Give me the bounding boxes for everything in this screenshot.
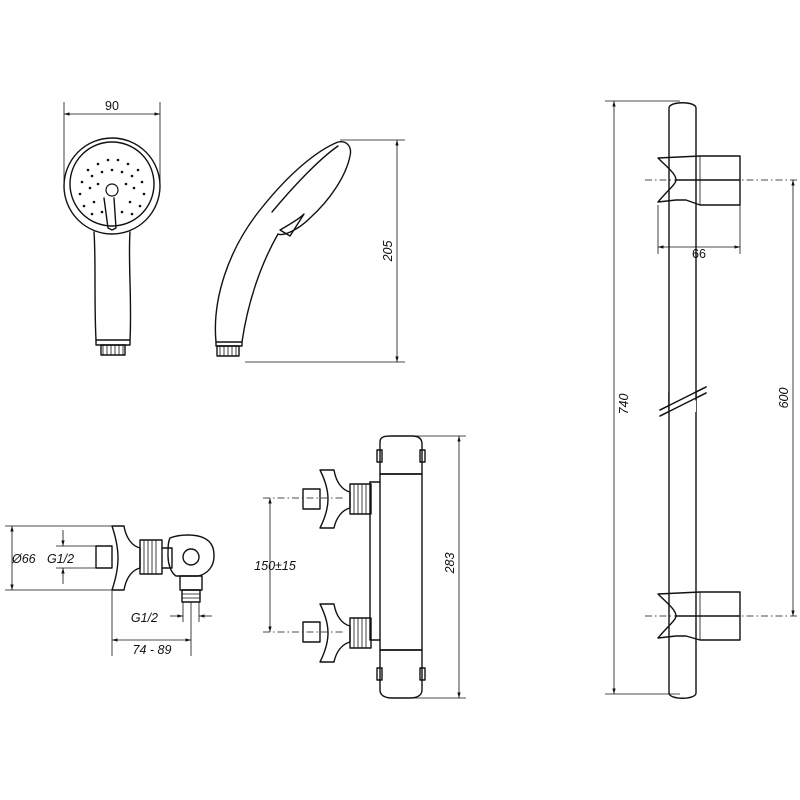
dim-eccentric-diameter: Ø66 [11, 552, 36, 566]
dim-thread-outlet: G1/2 [131, 611, 158, 625]
dim-body-height: 283 [443, 553, 457, 575]
dim-thread-inlet: G1/2 [47, 552, 74, 566]
dim-hand-shower-height: 205 [381, 241, 395, 263]
eccentric-connector: Ø66 G1/2 G1/2 74 - 89 [5, 525, 215, 657]
dim-eccentric-reach: 74 - 89 [133, 643, 172, 657]
shower-rail: 740 600 66 [605, 100, 798, 699]
thermostatic-mixer: 150±15 283 [254, 435, 466, 699]
mixer-inlet-bottom [302, 603, 372, 663]
dim-rail-length: 740 [617, 394, 631, 415]
hand-shower-side-view: 205 [214, 139, 405, 363]
hand-shower-front-view: 90 [63, 99, 161, 356]
dim-inlet-spacing: 150±15 [254, 559, 296, 573]
dim-bracket-width: 66 [692, 247, 706, 261]
dim-hand-shower-width: 90 [105, 99, 119, 113]
spray-nozzles [78, 158, 146, 216]
rail-bracket-top [657, 155, 741, 206]
dim-bracket-spacing: 600 [777, 388, 791, 409]
mixer-inlet-top [302, 469, 372, 529]
